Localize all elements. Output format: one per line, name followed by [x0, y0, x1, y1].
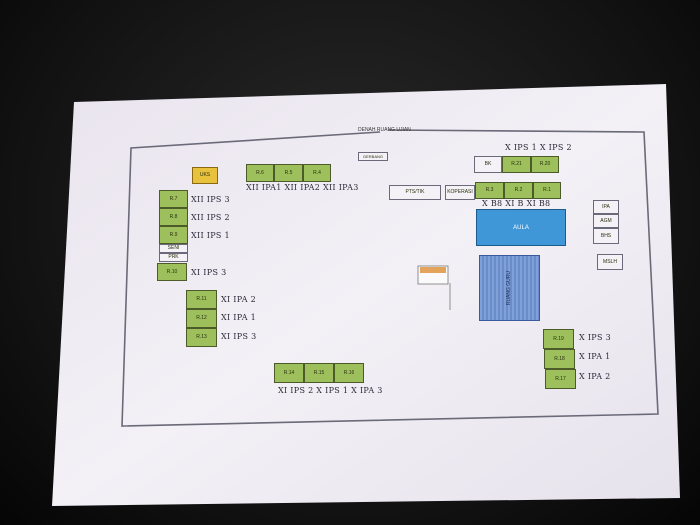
- room-mslh: MSLH: [597, 254, 623, 270]
- label-r14-r16: XI IPS 2 X IPS 1 X IPA 3: [278, 386, 383, 395]
- map-title: DENAH RUANG UJIAN: [358, 127, 411, 133]
- room-r12: R.12: [186, 309, 217, 328]
- room-bhs: BHS: [593, 228, 619, 244]
- room-r10: R.10: [157, 263, 187, 281]
- room-uks: UKS: [192, 167, 218, 184]
- label-r12: XI IPA 1: [221, 313, 257, 322]
- label-r13: XI IPS 3: [221, 332, 257, 341]
- room-r20: R.20: [531, 156, 559, 173]
- room-r17: R.17: [545, 369, 576, 389]
- room-agm: AGM: [593, 214, 619, 228]
- room-r13: R.13: [186, 328, 217, 347]
- room-r15: R.15: [304, 363, 334, 383]
- gate: GERBANG: [358, 152, 388, 161]
- label-r10: XI IPS 3: [191, 268, 227, 277]
- room-r4: R.4: [303, 164, 331, 182]
- room-bk: BK: [474, 156, 502, 173]
- room-r11: R.11: [186, 290, 217, 309]
- room-r18: R.18: [544, 349, 575, 369]
- label-r8: XII IPS 2: [191, 213, 230, 222]
- room-r14: R.14: [274, 363, 304, 383]
- room-r6: R.6: [246, 164, 274, 182]
- label-r6-r4: XII IPA1 XII IPA2 XII IPA3: [246, 183, 359, 192]
- room-prk: PRK: [159, 253, 188, 262]
- room-pts-tik: PTS/TIK: [389, 185, 441, 200]
- room-r3: R.3: [475, 182, 504, 199]
- room-r9: R.9: [159, 226, 188, 244]
- label-r3-r1: X B8 XI B XI B8: [482, 199, 551, 208]
- room-r21: R.21: [502, 156, 531, 173]
- room-r2: R.2: [504, 182, 533, 199]
- label-top-right: X IPS 1 X IPS 2: [505, 143, 572, 152]
- room-r1: R.1: [533, 182, 561, 199]
- room-ipa: IPA: [593, 200, 619, 214]
- room-koperasi: KOPERASI: [445, 185, 475, 200]
- label-r9: XII IPS 1: [191, 231, 230, 240]
- teachers-room-label: RUANG GURU: [506, 270, 512, 306]
- aula-hall: AULA: [476, 209, 566, 246]
- teachers-room: RUANG GURU: [479, 255, 540, 321]
- label-r19: X IPS 3: [579, 333, 611, 342]
- room-r5: R.5: [274, 164, 303, 182]
- room-seni: SENI: [159, 244, 188, 253]
- room-r8: R.8: [159, 208, 188, 226]
- room-r19: R.19: [543, 329, 574, 349]
- label-r18: X IPA 1: [579, 352, 611, 361]
- label-r7: XII IPS 3: [191, 195, 230, 204]
- label-r17: X IPA 2: [579, 372, 611, 381]
- label-r11: XI IPA 2: [221, 295, 257, 304]
- room-r7: R.7: [159, 190, 188, 208]
- room-r16: R.16: [334, 363, 364, 383]
